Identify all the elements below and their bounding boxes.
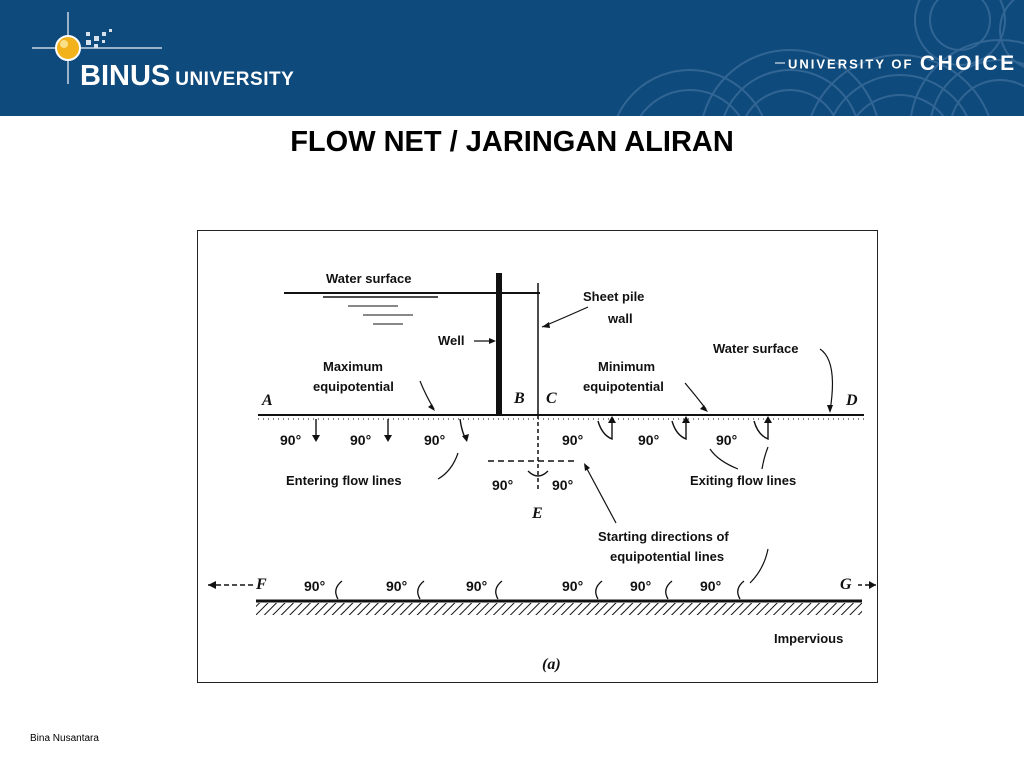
label-sheet-pile-2: wall (607, 311, 633, 326)
angle-label-2: 90° (350, 432, 371, 448)
exiting-flow-arrows (597, 419, 769, 441)
label-sheet-pile-1: Sheet pile (583, 289, 644, 304)
label-impervious: Impervious (774, 631, 843, 646)
angle-label-e-right: 90° (552, 477, 573, 493)
flow-net-diagram: Water surface Sheet pile wall Well Water… (208, 271, 876, 673)
label-starting-1: Starting directions of (598, 529, 729, 544)
point-g-label: G (840, 576, 852, 593)
figure-caption: (a) (542, 656, 561, 673)
label-water-surface-left: Water surface (326, 271, 412, 286)
label-starting-2: equipotential lines (610, 549, 724, 564)
point-a-label: A (261, 392, 273, 409)
point-f-label: F (255, 576, 267, 593)
brand-suffix: UNIVERSITY (175, 69, 295, 90)
flow-net-figure: Water surface Sheet pile wall Well Water… (197, 230, 878, 683)
slide-title: FLOW NET / JARINGAN ALIRAN (290, 126, 734, 158)
angle-label-b4: 90° (562, 578, 583, 594)
brand-name: BINUS (80, 60, 171, 92)
point-b-label: B (513, 390, 525, 407)
angle-label-3: 90° (424, 432, 445, 448)
angle-label-6: 90° (716, 432, 737, 448)
angle-label-e-left: 90° (492, 477, 513, 493)
angle-label-b5: 90° (630, 578, 651, 594)
angle-label-b1: 90° (304, 578, 325, 594)
point-d-label: D (845, 392, 858, 409)
binus-logo-icon (32, 12, 162, 84)
angle-label-b3: 90° (466, 578, 487, 594)
angle-label-b6: 90° (700, 578, 721, 594)
label-max-equip-1: Maximum (323, 359, 383, 374)
tagline: UNIVERSITY OF CHOICE (788, 52, 1017, 76)
label-entering-flow: Entering flow lines (286, 473, 402, 488)
angle-label-5: 90° (638, 432, 659, 448)
angle-label-b2: 90° (386, 578, 407, 594)
header-arcs-decoration (32, 0, 1024, 116)
sheet-pile-wall (496, 273, 502, 415)
tagline-emphasis: CHOICE (919, 52, 1017, 75)
tagline-prefix: UNIVERSITY OF (788, 56, 914, 72)
angle-label-4: 90° (562, 432, 583, 448)
footer-text: Bina Nusantara (30, 733, 99, 744)
label-well: Well (438, 333, 465, 348)
point-e-label: E (531, 505, 543, 522)
label-min-equip-1: Minimum (598, 359, 655, 374)
angle-label-1: 90° (280, 432, 301, 448)
label-exiting-flow: Exiting flow lines (690, 473, 796, 488)
label-water-surface-right: Water surface (713, 341, 799, 356)
label-min-equip-2: equipotential (583, 379, 664, 394)
label-max-equip-2: equipotential (313, 379, 394, 394)
point-c-label: C (546, 390, 557, 407)
